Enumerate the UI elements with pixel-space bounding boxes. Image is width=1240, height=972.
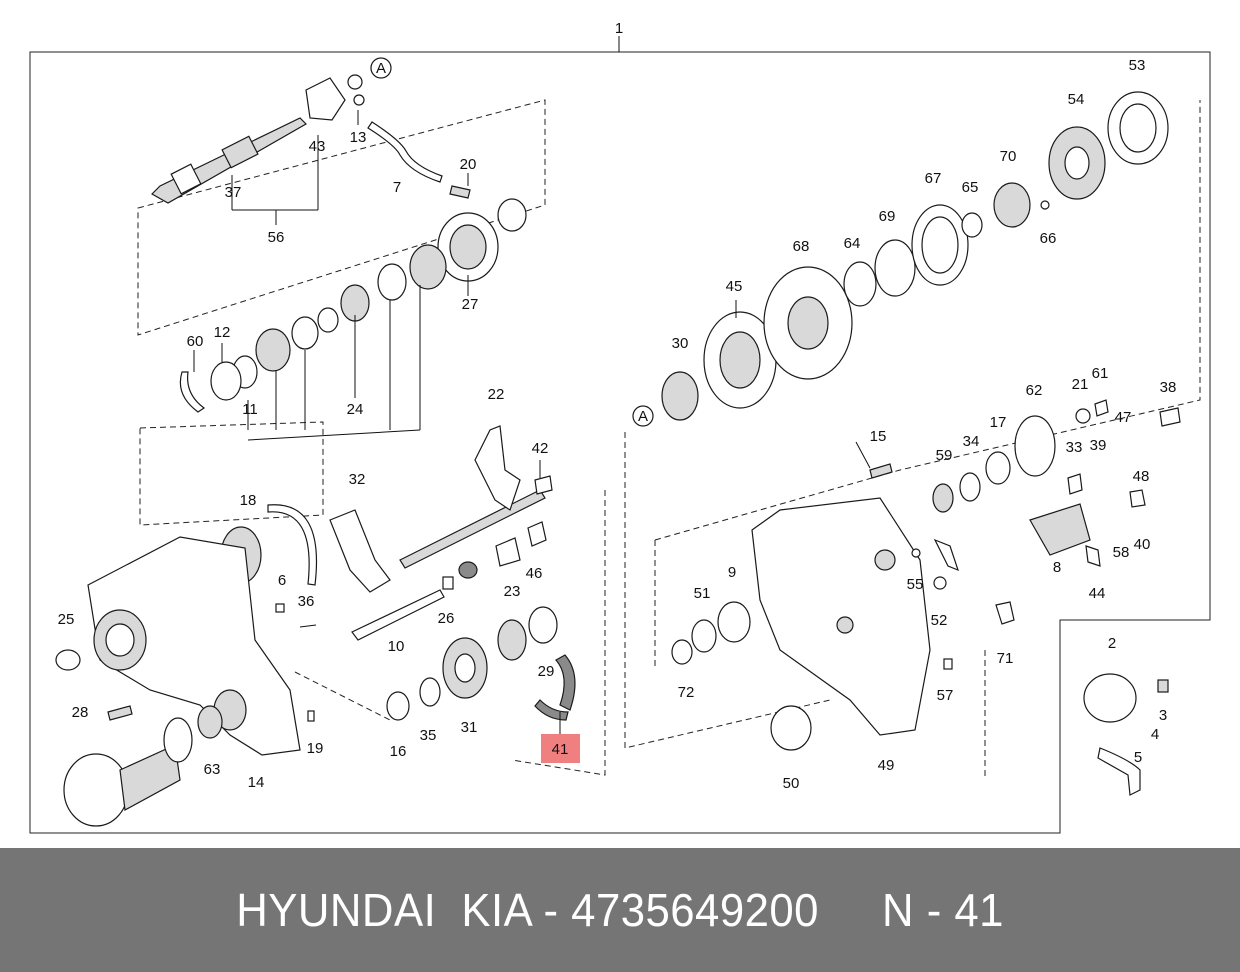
label-33: 33	[1066, 439, 1083, 456]
label-70: 70	[1000, 148, 1017, 165]
highlight-41	[541, 734, 580, 763]
label-11: 11	[242, 401, 258, 418]
label-59: 59	[936, 447, 953, 464]
label-8: 8	[1053, 559, 1061, 576]
label-41: 41	[552, 741, 569, 758]
planetary-carrier	[179, 198, 527, 413]
callout-labels: 1 2 3 4 5 6 7 8 9 10 11 12 13 14 15 16 1…	[58, 20, 1177, 792]
label-34: 34	[963, 433, 980, 450]
label-3: 3	[1159, 707, 1167, 724]
label-28: 28	[72, 704, 89, 721]
label-7: 7	[393, 179, 401, 196]
outer-frame	[29, 51, 1211, 834]
label-66: 66	[1040, 230, 1057, 247]
label-23: 23	[504, 583, 521, 600]
label-16: 16	[390, 743, 407, 760]
front-case	[87, 536, 301, 756]
label-45: 45	[726, 278, 743, 295]
part-caption: HYUNDAI KIA - 4735649200 N - 41	[236, 883, 1004, 937]
label-5: 5	[1134, 749, 1142, 766]
label-69: 69	[879, 208, 896, 225]
label-40: 40	[1134, 536, 1151, 553]
label-36: 36	[298, 593, 315, 610]
label-48: 48	[1133, 468, 1150, 485]
label-31: 31	[461, 719, 478, 736]
label-15: 15	[870, 428, 887, 445]
label-18: 18	[240, 492, 257, 509]
caption-separator: -	[530, 884, 572, 936]
label-14: 14	[248, 774, 265, 791]
label-27: 27	[462, 296, 479, 313]
label-38: 38	[1160, 379, 1177, 396]
label-54: 54	[1068, 91, 1085, 108]
label-24: 24	[347, 401, 364, 418]
label-58: 58	[1113, 544, 1130, 561]
label-19: 19	[307, 740, 324, 757]
label-32: 32	[349, 471, 366, 488]
caption-brand: HYUNDAI KIA	[236, 884, 531, 936]
label-65: 65	[962, 179, 979, 196]
label-50: 50	[783, 775, 800, 792]
svg-text:A: A	[376, 60, 386, 77]
caption-bar: HYUNDAI KIA - 4735649200 N - 41	[0, 848, 1240, 972]
label-67: 67	[925, 170, 942, 187]
label-68: 68	[793, 238, 810, 255]
label-39: 39	[1090, 437, 1107, 454]
marker-a-middle: A	[632, 405, 654, 427]
label-6: 6	[278, 572, 286, 589]
leader-lines	[193, 110, 871, 740]
label-72: 72	[678, 684, 695, 701]
label-26: 26	[438, 610, 455, 627]
label-63: 63	[204, 761, 221, 778]
caption-ref: N - 41	[881, 884, 1004, 936]
label-57: 57	[937, 687, 954, 704]
caption-part-number: 4735649200	[571, 884, 819, 936]
label-10: 10	[388, 638, 405, 655]
label-55: 55	[907, 576, 924, 593]
label-43: 43	[309, 138, 326, 155]
label-37: 37	[225, 184, 242, 201]
label-61: 61	[1092, 365, 1109, 382]
label-46: 46	[526, 565, 543, 582]
label-1: 1	[615, 20, 623, 37]
diagram-canvas: A A 41 1 2 3 4 5 6 7 8	[29, 20, 1211, 834]
label-62: 62	[1026, 382, 1043, 399]
label-13: 13	[350, 129, 367, 146]
label-12: 12	[214, 324, 231, 341]
input-shaft	[151, 74, 365, 204]
label-64: 64	[844, 235, 861, 252]
label-29: 29	[538, 663, 555, 680]
label-71: 71	[997, 650, 1014, 667]
marker-a-top: A	[370, 57, 392, 79]
label-2: 2	[1108, 635, 1116, 652]
label-42: 42	[532, 440, 549, 457]
label-51: 51	[694, 585, 711, 602]
label-17: 17	[990, 414, 1007, 431]
label-44: 44	[1089, 585, 1106, 602]
label-52: 52	[931, 612, 948, 629]
exploded-parts-diagram: A A 41 1 2 3 4 5 6 7 8	[29, 20, 1211, 834]
caption-gap	[819, 884, 882, 936]
label-56: 56	[268, 229, 285, 246]
label-49: 49	[878, 757, 895, 774]
label-21: 21	[1072, 376, 1089, 393]
label-30: 30	[672, 335, 689, 352]
rear-case	[751, 497, 931, 736]
label-4: 4	[1151, 726, 1159, 743]
label-35: 35	[420, 727, 437, 744]
label-20: 20	[460, 156, 477, 173]
label-25: 25	[58, 611, 75, 628]
label-60: 60	[187, 333, 204, 350]
label-53: 53	[1129, 57, 1146, 74]
label-47: 47	[1115, 409, 1132, 426]
label-22: 22	[488, 386, 505, 403]
svg-text:A: A	[638, 408, 648, 425]
label-9: 9	[728, 564, 736, 581]
